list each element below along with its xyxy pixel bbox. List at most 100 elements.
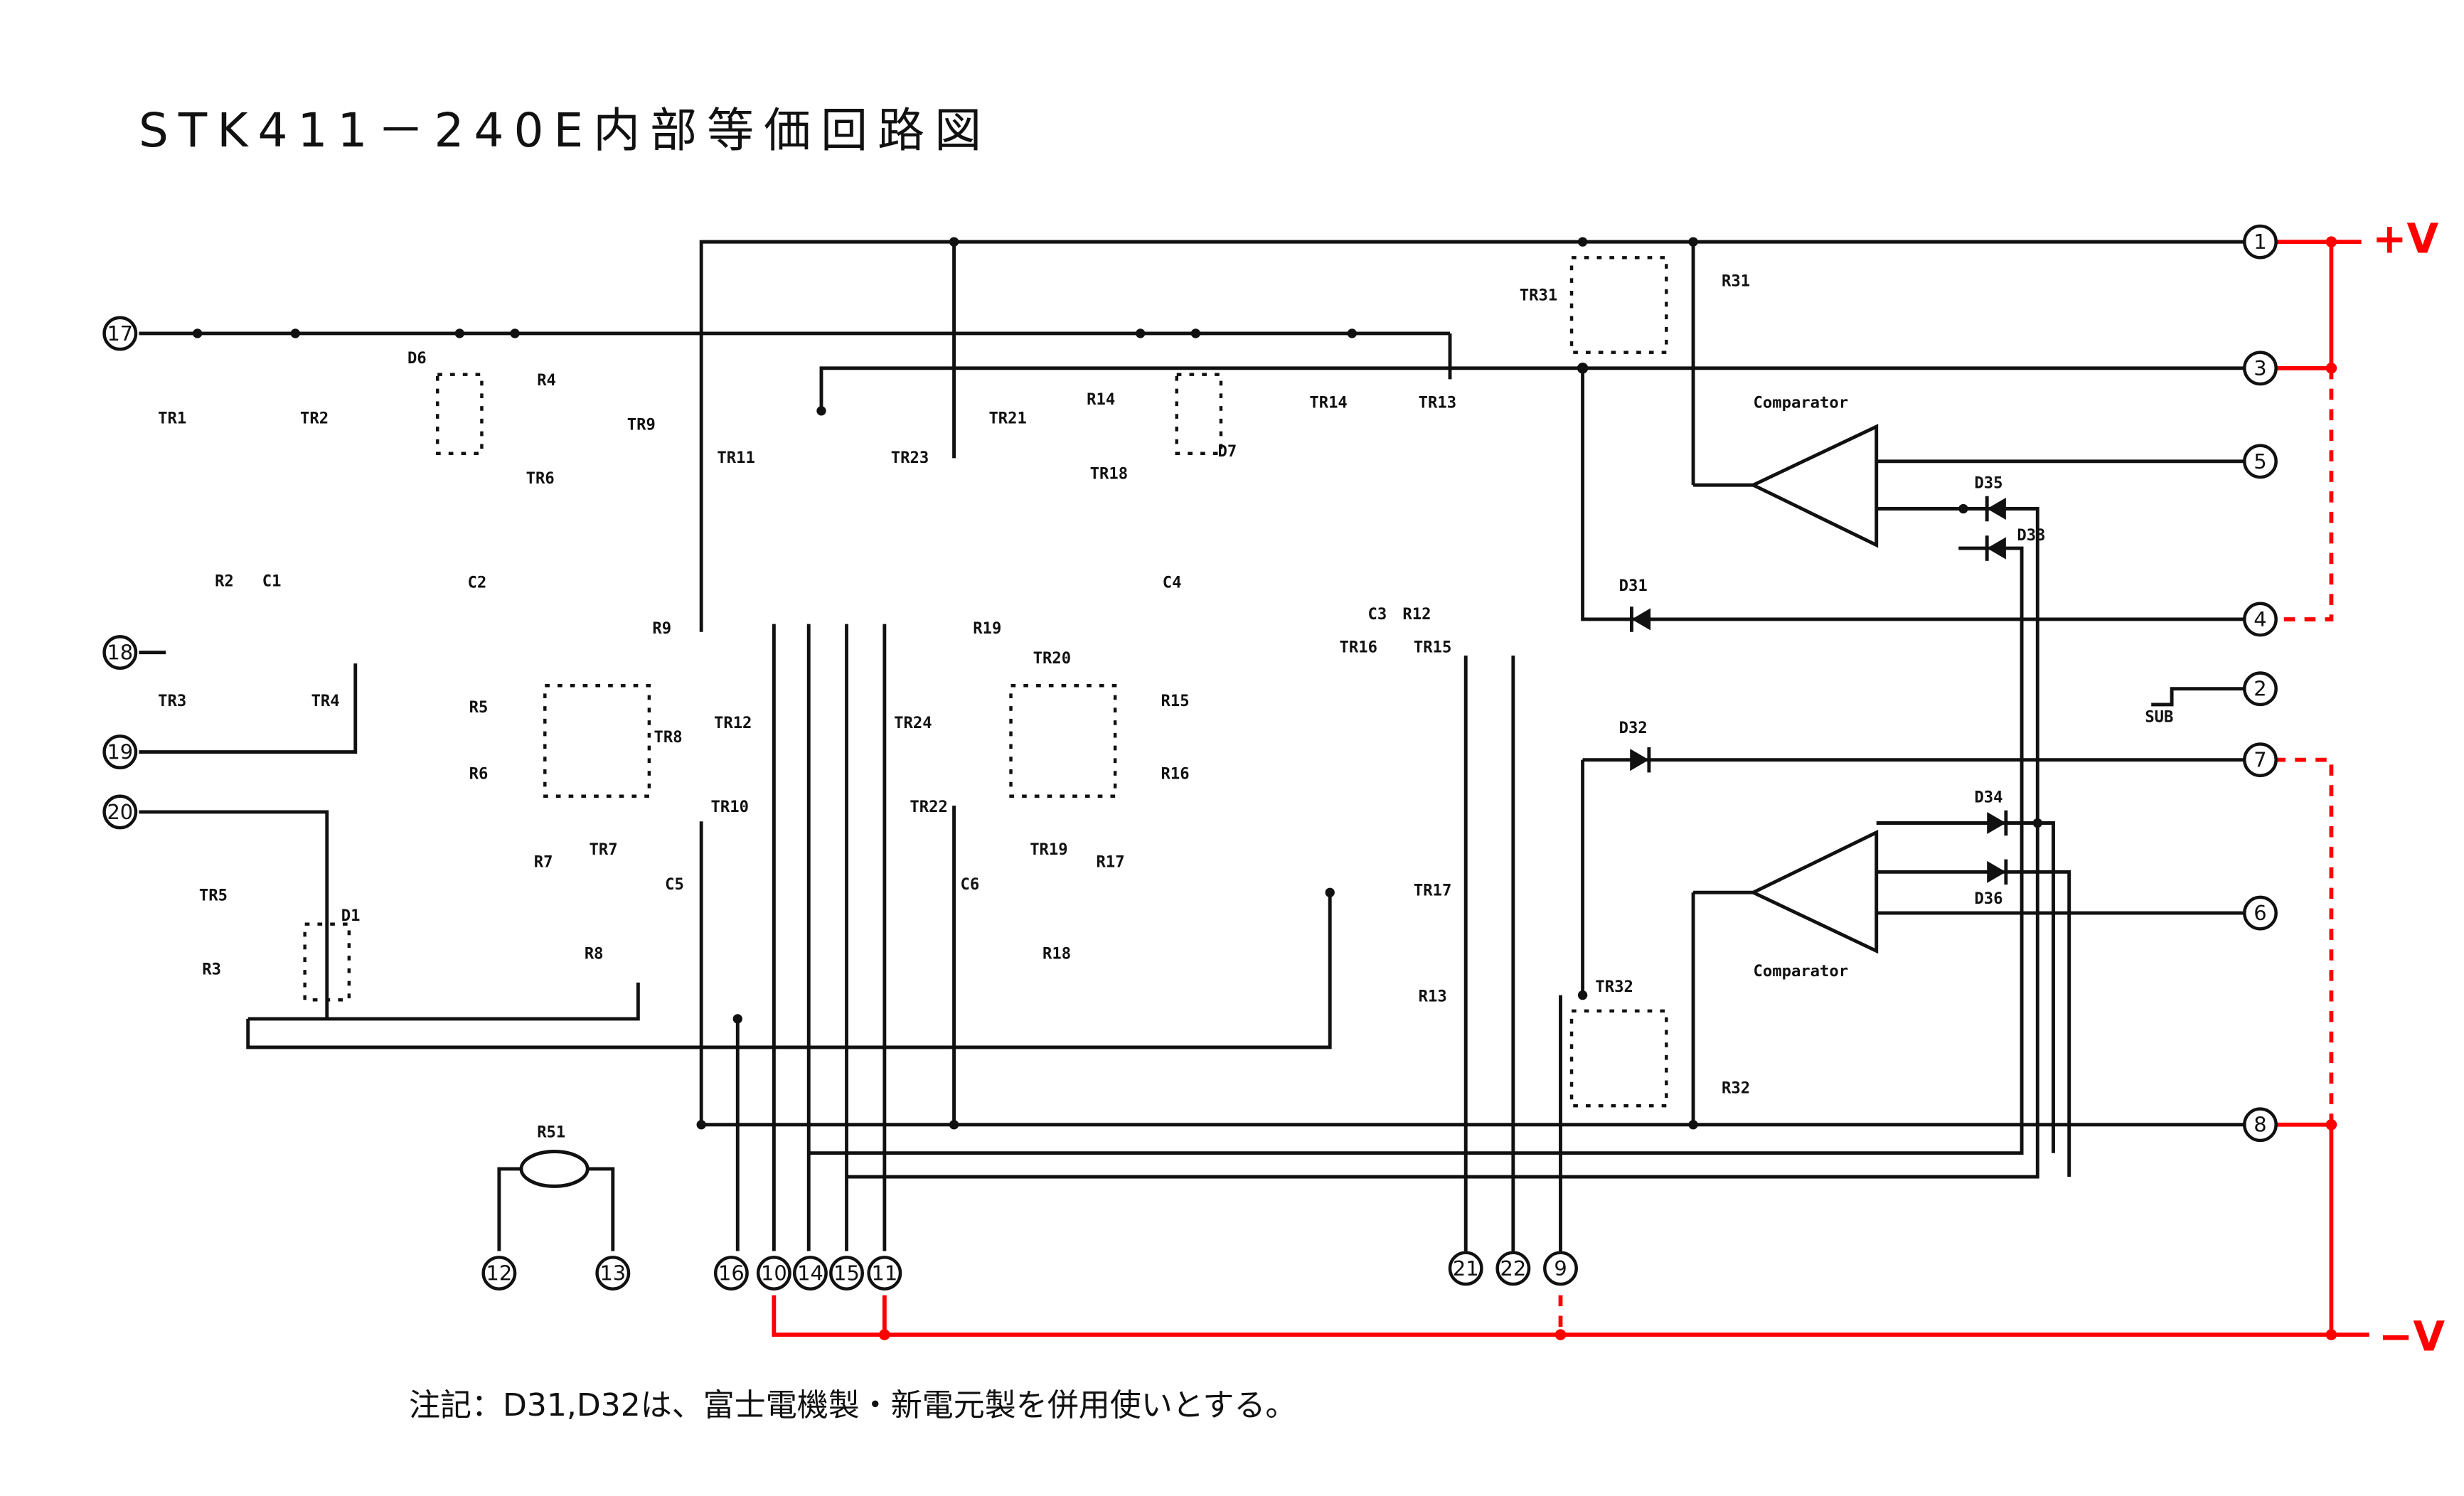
svg-text:TR24: TR24: [894, 714, 932, 732]
comparator-upper: Comparator: [1749, 393, 1879, 548]
diodes: [303, 256, 2008, 1108]
pin-15: 15: [829, 1256, 864, 1291]
pin-5: 5: [2243, 444, 2278, 479]
svg-text:C5: C5: [665, 875, 684, 894]
pin-4: 4: [2243, 602, 2278, 637]
svg-text:TR4: TR4: [311, 692, 340, 710]
svg-text:5: 5: [2254, 449, 2266, 474]
svg-text:TR23: TR23: [891, 449, 929, 467]
svg-text:R14: R14: [1087, 390, 1115, 409]
svg-text:D32: D32: [1619, 719, 1648, 737]
svg-text:TR8: TR8: [654, 728, 683, 747]
svg-text:TR2: TR2: [300, 410, 329, 428]
svg-text:C6: C6: [960, 875, 979, 894]
svg-text:R15: R15: [1161, 692, 1190, 710]
svg-text:9: 9: [1554, 1256, 1567, 1281]
svg-text:R8: R8: [585, 945, 604, 963]
svg-text:R4: R4: [537, 371, 556, 390]
pin-20: 20: [102, 794, 138, 830]
svg-text:R9: R9: [652, 619, 671, 638]
svg-text:D31: D31: [1619, 577, 1648, 595]
svg-text:16: 16: [718, 1261, 745, 1286]
pin-11: 11: [867, 1256, 902, 1291]
svg-text:SUB: SUB: [2145, 707, 2173, 726]
svg-text:TR32: TR32: [1595, 978, 1633, 996]
svg-text:TR20: TR20: [1033, 649, 1071, 668]
svg-text:C3: C3: [1368, 605, 1387, 624]
pin-10: 10: [756, 1256, 791, 1291]
pin-17: 17: [102, 316, 138, 351]
pin-6: 6: [2243, 895, 2278, 931]
pin-19: 19: [102, 734, 138, 769]
pin-14: 14: [793, 1256, 828, 1291]
svg-text:C2: C2: [467, 574, 486, 592]
svg-text:D34: D34: [1974, 789, 2002, 807]
svg-text:TR12: TR12: [714, 714, 752, 732]
svg-text:D33: D33: [2017, 526, 2045, 545]
wires: [139, 240, 2246, 1251]
pin-12: 12: [481, 1256, 517, 1291]
svg-text:12: 12: [486, 1261, 513, 1286]
svg-text:19: 19: [107, 740, 133, 764]
svg-text:6: 6: [2254, 901, 2266, 925]
svg-text:10: 10: [761, 1261, 787, 1286]
svg-text:R6: R6: [469, 764, 489, 783]
svg-text:R7: R7: [534, 853, 553, 872]
svg-text:D36: D36: [1974, 889, 2002, 908]
svg-text:22: 22: [1500, 1256, 1526, 1281]
footnote: 注記：D31,D32は、富士電機製・新電元製を併用使いとする。: [409, 1387, 1297, 1423]
svg-text:D35: D35: [1974, 474, 2002, 493]
pin-13: 13: [595, 1256, 631, 1291]
pin-21: 21: [1448, 1251, 1483, 1286]
svg-text:18: 18: [107, 641, 133, 665]
svg-text:R12: R12: [1402, 605, 1431, 624]
svg-text:TR17: TR17: [1414, 882, 1451, 900]
svg-text:2: 2: [2254, 677, 2266, 701]
comparator-lower: Comparator: [1749, 829, 1879, 981]
diagram-title: STK411－240E内部等価回路図: [139, 103, 992, 158]
svg-text:TR18: TR18: [1090, 464, 1128, 483]
pin-7: 7: [2243, 742, 2278, 778]
svg-text:3: 3: [2254, 356, 2266, 380]
svg-text:7: 7: [2254, 748, 2266, 772]
svg-text:C4: C4: [1163, 574, 1182, 592]
svg-text:R51: R51: [537, 1123, 565, 1142]
svg-text:D7: D7: [1218, 442, 1237, 461]
svg-text:20: 20: [107, 800, 133, 824]
supply-rails: +V −V: [772, 215, 2445, 1360]
pin-3: 3: [2243, 351, 2278, 386]
svg-text:C1: C1: [262, 572, 282, 590]
svg-text:TR10: TR10: [711, 798, 749, 816]
pin-8: 8: [2243, 1107, 2278, 1143]
svg-text:TR11: TR11: [717, 449, 754, 467]
thermistor-r51: R51: [519, 1123, 590, 1188]
svg-text:R32: R32: [1722, 1079, 1750, 1097]
svg-text:TR15: TR15: [1414, 639, 1451, 657]
svg-text:TR21: TR21: [988, 410, 1026, 428]
svg-text:TR22: TR22: [910, 798, 947, 816]
svg-text:R5: R5: [469, 698, 489, 717]
negative-supply-label: −V: [2379, 1312, 2445, 1360]
svg-text:R13: R13: [1419, 987, 1447, 1005]
svg-text:R31: R31: [1722, 272, 1750, 290]
svg-text:R17: R17: [1096, 853, 1124, 872]
svg-text:13: 13: [599, 1261, 626, 1286]
svg-text:TR16: TR16: [1340, 639, 1377, 657]
pin-16: 16: [713, 1256, 749, 1291]
svg-text:17: 17: [107, 321, 133, 346]
svg-text:D1: D1: [341, 907, 361, 925]
svg-text:1: 1: [2254, 230, 2266, 254]
svg-text:TR7: TR7: [589, 840, 617, 859]
svg-text:14: 14: [797, 1261, 823, 1286]
pin-9: 9: [1543, 1251, 1578, 1286]
svg-text:TR31: TR31: [1520, 286, 1557, 304]
svg-text:R18: R18: [1042, 945, 1071, 963]
svg-text:TR6: TR6: [526, 469, 555, 488]
pin-22: 22: [1495, 1251, 1531, 1286]
pin-1: 1: [2243, 224, 2278, 260]
svg-text:15: 15: [833, 1261, 860, 1286]
svg-text:8: 8: [2254, 1113, 2266, 1137]
svg-text:TR14: TR14: [1309, 393, 1347, 412]
pin-18: 18: [102, 635, 138, 670]
